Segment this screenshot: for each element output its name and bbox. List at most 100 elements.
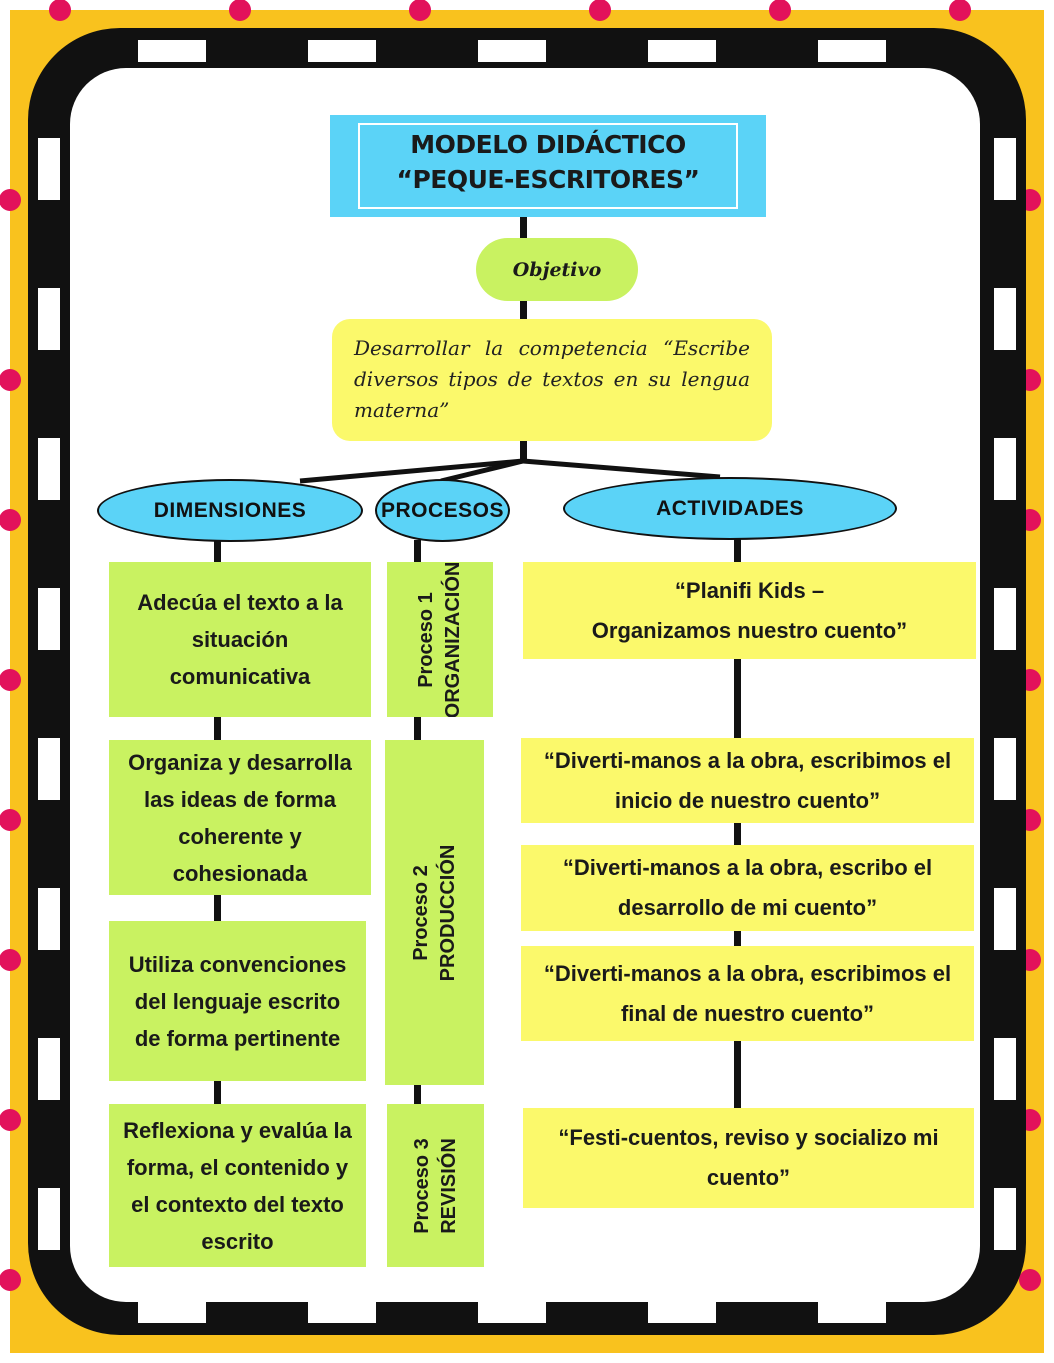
border-dash [38,1038,60,1100]
polka-dot [0,949,21,971]
process-name: ORGANIZACIÓN [442,562,464,717]
activity-box: “Planifi Kids – Organizamos nuestro cuent… [523,562,976,659]
border-dash [994,738,1016,800]
border-dash [648,1301,716,1323]
process-number: Proceso 2 [409,864,432,961]
border-dash [308,40,376,62]
activity-line: “Planifi Kids – [674,577,825,603]
title-line-2: “PEQUE-ESCRITORES” [396,165,700,194]
border-dash [818,1301,886,1323]
polka-dot [589,0,611,21]
connector-line [520,441,527,463]
connector-line [734,1041,741,1109]
border-dash [38,288,60,350]
objective-label: Objetivo [476,238,638,301]
branch-line-activities [522,458,721,480]
border-dash [38,738,60,800]
polka-dot [0,369,21,391]
border-dash [994,288,1016,350]
header-activities: ACTIVIDADES [563,477,897,540]
polka-dot [409,0,431,21]
border-dash [648,40,716,62]
dimension-box: Utiliza convenciones del lenguaje escrit… [109,921,366,1081]
border-dash [38,588,60,650]
dimension-box: Adecúa el texto a la situación comunicat… [109,562,371,717]
border-dash [994,888,1016,950]
activity-line: “Diverti-manos a la obra, escribimos el [543,960,952,986]
connector-line [734,823,741,845]
activity-line: desarrollo de mi cuento” [617,895,878,920]
activity-line: Organizamos nuestro cuento” [591,617,908,643]
process-box: Proceso 2 PRODUCCIÓN [385,740,484,1085]
connector-line [214,895,221,921]
activity-box: “Diverti-manos a la obra, escribimos el i… [521,738,974,823]
polka-dot [49,0,71,21]
activity-line: inicio de nuestro cuento” [614,787,881,813]
connector-line [214,1081,221,1105]
title-line-1: MODELO DIDÁCTICO [410,130,686,159]
title-text: MODELO DIDÁCTICO “PEQUE-ESCRITORES” [330,127,766,197]
process-label: Proceso 1 ORGANIZACIÓN [413,562,467,717]
border-dash [38,438,60,500]
polka-dot [0,189,21,211]
title-inner-border [358,123,738,209]
dimension-box: Organiza y desarrolla las ideas de forma… [109,740,371,895]
objective-text: Desarrollar la competencia “Escribe dive… [354,336,750,422]
branch-line-dimensions [299,458,524,484]
activity-box: “Diverti-manos a la obra, escribimos el f… [521,946,974,1041]
border-dash [994,588,1016,650]
process-name: PRODUCCIÓN [436,844,459,981]
process-label: Proceso 2 PRODUCCIÓN [408,844,462,981]
border-dash [308,1301,376,1323]
polka-dot [0,1269,21,1291]
connector-line [414,540,421,564]
activity-line: “Festi-cuentos, reviso y socializo mi [558,1125,939,1150]
border-dash [994,1038,1016,1100]
border-dash [994,438,1016,500]
polka-dot [0,509,21,531]
dimension-box: Reflexiona y evalúa la forma, el conteni… [109,1104,366,1267]
border-dash [994,1188,1016,1250]
border-dash [478,1301,546,1323]
process-number: Proceso 3 [410,1137,433,1234]
border-dash [138,1301,206,1323]
branch-line-processes [440,458,524,484]
border-dash [38,1188,60,1250]
polka-dot [769,0,791,21]
border-dash [818,40,886,62]
connector-line [414,717,421,741]
process-box: Proceso 1 ORGANIZACIÓN [387,562,493,717]
activity-line: “Diverti-manos a la obra, escribo el [562,855,933,880]
polka-dot [0,1109,21,1131]
process-label: Proceso 3 REVISIÓN [409,1138,463,1234]
objective-box: Desarrollar la competencia “Escribe dive… [332,319,772,441]
process-box: Proceso 3 REVISIÓN [387,1104,484,1267]
activity-box: “Festi-cuentos, reviso y socializo mi cue… [523,1108,974,1208]
header-dimensions: DIMENSIONES [97,479,363,542]
header-processes: PROCESOS [375,479,510,542]
connector-line [520,217,527,238]
connector-line [214,540,221,564]
connector-line [520,301,527,319]
polka-dot [0,809,21,831]
title-box: MODELO DIDÁCTICO “PEQUE-ESCRITORES” [330,115,766,217]
polka-dot [949,0,971,21]
process-name: REVISIÓN [437,1137,460,1234]
polka-dot [1019,1269,1041,1291]
connector-line [734,538,741,562]
border-dash [38,138,60,200]
border-dash [38,888,60,950]
activity-line: final de nuestro cuento” [620,1000,875,1026]
border-dash [478,40,546,62]
activity-box: “Diverti-manos a la obra, escribo el desa… [521,845,974,931]
connector-line [734,931,741,947]
activity-line: cuento” [706,1165,791,1190]
connector-line [734,659,741,739]
connector-line [414,1085,421,1105]
border-dash [138,40,206,62]
polka-dot [229,0,251,21]
polka-dot [0,669,21,691]
activity-line: “Diverti-manos a la obra, escribimos el [543,747,952,773]
connector-line [214,717,221,741]
